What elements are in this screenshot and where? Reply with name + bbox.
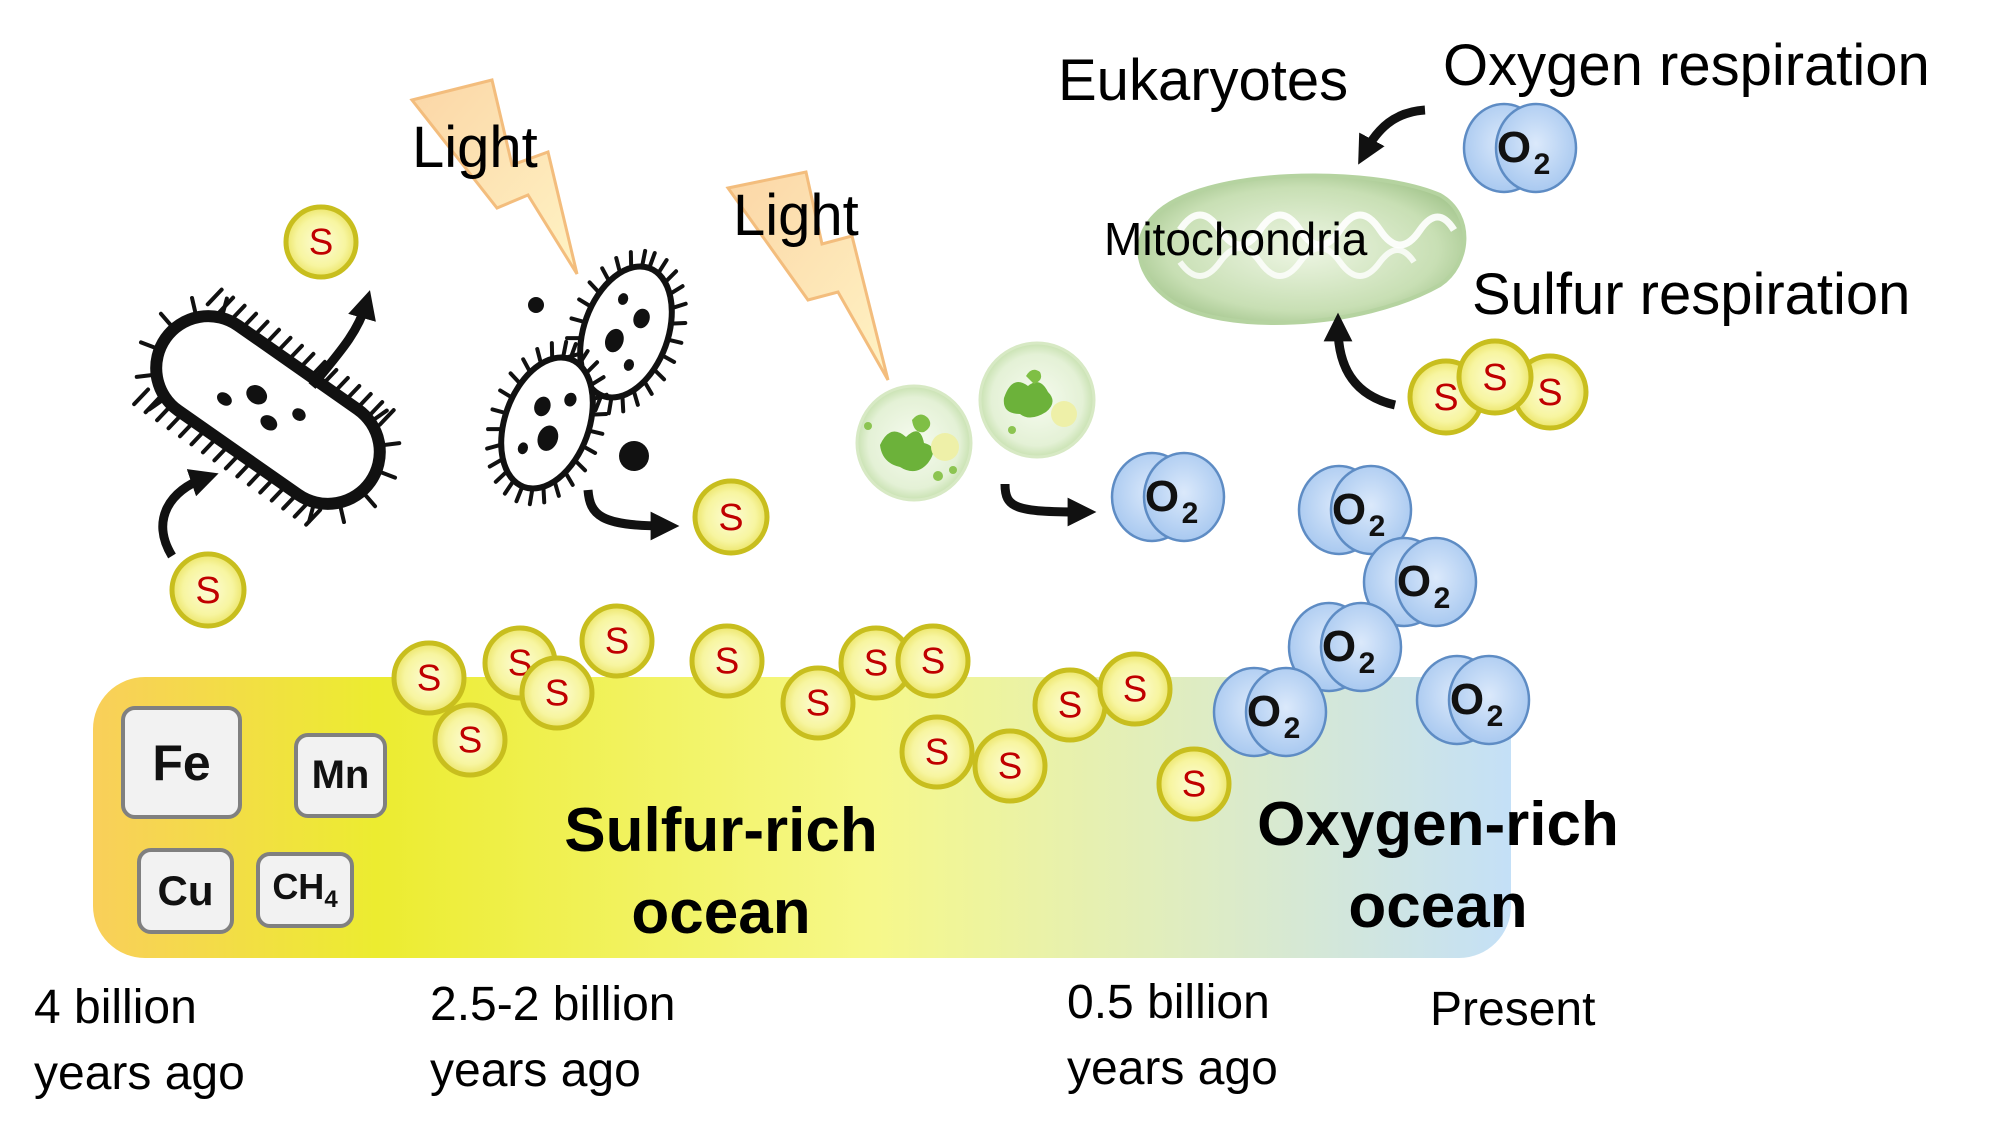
sulfur-molecule-icon: S <box>689 623 765 699</box>
lightning-bolt-icon <box>725 170 890 381</box>
svg-text:S: S <box>605 621 630 662</box>
mitochondria-icon <box>1137 173 1467 325</box>
sulfur-molecule-icon: S <box>1156 746 1232 822</box>
svg-text:S: S <box>545 673 570 714</box>
sulfur-molecule-icon: S <box>895 623 971 699</box>
timeline-label: Present <box>1430 983 1596 1036</box>
manganese-element-box: Mn <box>294 733 387 818</box>
svg-text:S: S <box>417 658 442 699</box>
manganese-symbol: Mn <box>311 753 370 797</box>
photosynthetic-bacterium-icon <box>485 339 609 507</box>
light-label: Light <box>733 183 859 248</box>
svg-text:O: O <box>1397 557 1431 606</box>
eukaryotes-label: Eukaryotes <box>1058 48 1349 113</box>
uptake-arrow <box>1323 312 1397 410</box>
copper-symbol: Cu <box>157 867 214 914</box>
svg-text:S: S <box>1123 669 1148 710</box>
svg-text:2: 2 <box>1434 582 1451 615</box>
sulfur-molecule-icon: S <box>780 665 856 741</box>
sulfur-molecule-icon: S <box>838 625 914 701</box>
sulfur-molecule-icon: S <box>432 702 508 778</box>
sulfur-molecule-icon: S <box>519 655 595 731</box>
sulfur-molecule-icon: S <box>1456 338 1534 416</box>
iron-symbol: Fe <box>152 734 211 791</box>
copper-element-box: Cu <box>137 848 234 934</box>
svg-text:S: S <box>1537 372 1562 414</box>
svg-text:O: O <box>1497 123 1531 172</box>
algae-cell-icon <box>978 341 1096 459</box>
svg-text:2: 2 <box>1534 148 1551 181</box>
oxygen-rich-ocean-label: Oxygen-rich ocean <box>1257 790 1619 941</box>
sulfur-granule-dot <box>528 297 544 313</box>
svg-text:S: S <box>1482 357 1507 399</box>
svg-text:S: S <box>309 222 334 263</box>
svg-text:O: O <box>1332 485 1366 534</box>
release-arrow <box>1000 483 1097 527</box>
sulfur-molecule-icon: S <box>1032 667 1108 743</box>
bacterium-icon <box>132 287 402 527</box>
timeline-label: 0.5 billion years ago <box>1067 976 1278 1096</box>
uptake-arrow <box>1358 105 1426 165</box>
svg-text:S: S <box>1433 377 1458 419</box>
release-arrow <box>308 290 376 389</box>
svg-text:2: 2 <box>1182 497 1199 530</box>
svg-text:S: S <box>195 570 220 612</box>
sulfur-molecule-icon: S <box>579 603 655 679</box>
svg-text:S: S <box>1058 685 1083 726</box>
sulfur-molecule-icon: S <box>391 640 467 716</box>
svg-text:2: 2 <box>1369 510 1386 543</box>
sulfur-granule-dot <box>619 441 649 471</box>
svg-text:2: 2 <box>1359 647 1376 680</box>
svg-text:O: O <box>1450 675 1484 724</box>
svg-text:2: 2 <box>1487 700 1504 733</box>
svg-text:O: O <box>1322 622 1356 671</box>
svg-text:O: O <box>1145 472 1179 521</box>
algae-cell-icon <box>855 384 973 502</box>
release-arrow <box>583 489 680 541</box>
svg-text:S: S <box>1182 764 1207 805</box>
svg-text:S: S <box>998 746 1023 787</box>
sulfur-molecule-icon: S <box>1097 651 1173 727</box>
timeline-label: 4 billion years ago <box>34 981 245 1101</box>
mitochondria-label: Mitochondria <box>1104 213 1368 265</box>
methane-symbol: CH4 <box>272 865 338 914</box>
svg-text:2: 2 <box>1284 712 1301 745</box>
sulfur-molecule-icon: S <box>169 551 247 629</box>
sulfur-molecule-icon: S <box>692 478 770 556</box>
svg-text:S: S <box>715 641 740 682</box>
svg-text:S: S <box>806 683 831 724</box>
svg-text:S: S <box>458 720 483 761</box>
timeline-label: 2.5-2 billion years ago <box>430 978 676 1098</box>
sulfur-molecule-icon: S <box>899 714 975 790</box>
svg-text:S: S <box>921 641 946 682</box>
uptake-arrow <box>158 469 219 559</box>
svg-text:O: O <box>1247 687 1281 736</box>
svg-text:S: S <box>718 497 743 539</box>
oxygen-respiration-label: Oxygen respiration <box>1443 33 1930 98</box>
svg-text:S: S <box>864 643 889 684</box>
svg-text:S: S <box>925 732 950 773</box>
methane-element-box: CH4 <box>256 852 354 928</box>
light-label: Light <box>412 115 538 180</box>
iron-element-box: Fe <box>121 706 242 819</box>
sulfur-molecule-icon: S <box>972 728 1048 804</box>
lightning-bolt-icon <box>409 78 579 275</box>
sulfur-rich-ocean-label: Sulfur-rich ocean <box>564 796 878 947</box>
sulfur-molecule-icon: S <box>283 204 359 280</box>
sulfur-respiration-label: Sulfur respiration <box>1472 262 1911 327</box>
